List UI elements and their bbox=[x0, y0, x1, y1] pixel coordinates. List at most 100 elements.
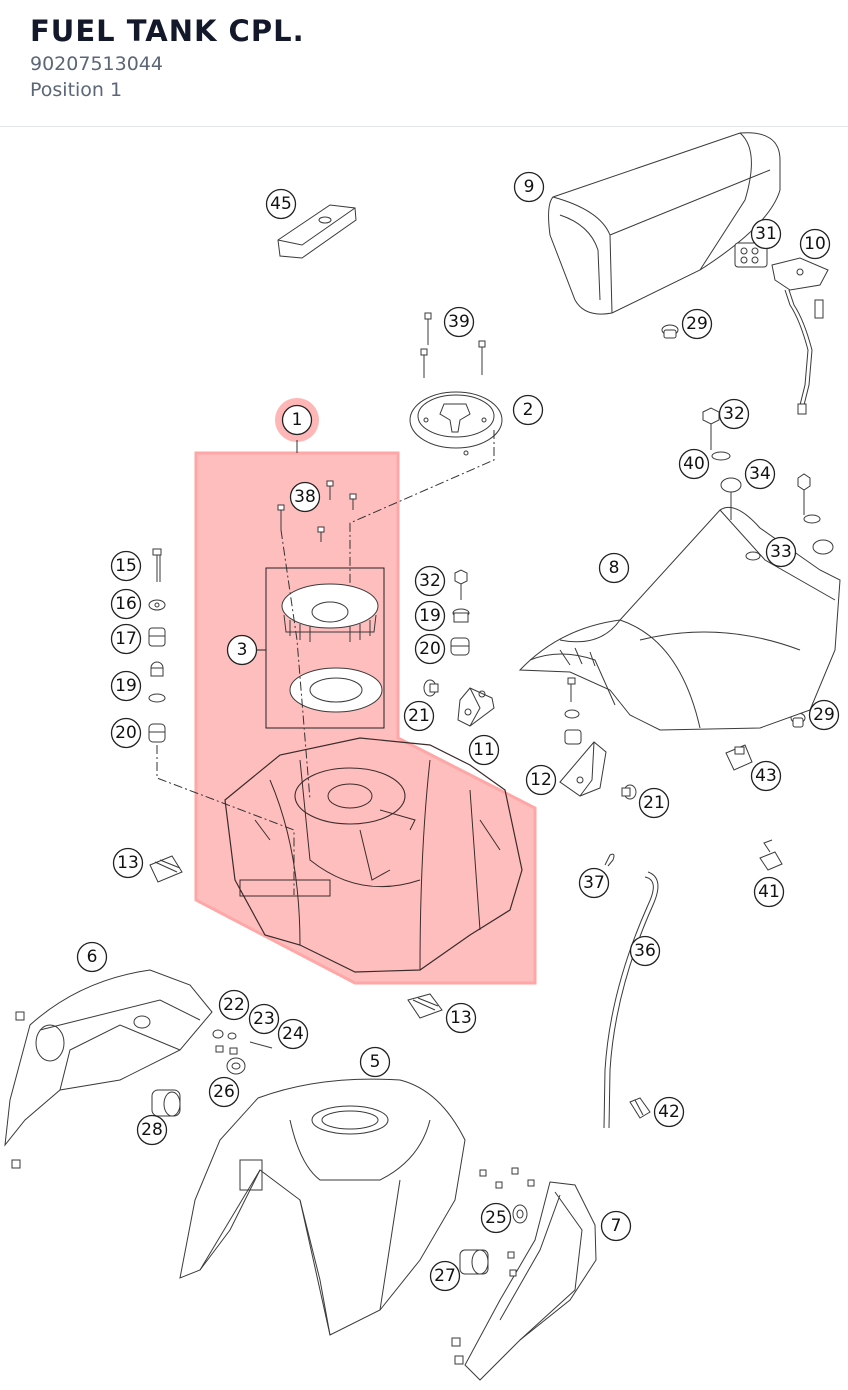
callout-32-a[interactable]: 32 bbox=[718, 398, 750, 430]
svg-text:13: 13 bbox=[450, 1008, 472, 1028]
svg-text:37: 37 bbox=[583, 873, 605, 893]
callout-3[interactable]: 3 bbox=[226, 634, 258, 666]
part-38-screws bbox=[277, 480, 357, 542]
part-13-clip bbox=[149, 855, 443, 1019]
callout-40[interactable]: 40 bbox=[678, 448, 710, 480]
callout-15[interactable]: 15 bbox=[110, 550, 142, 582]
svg-text:5: 5 bbox=[370, 1052, 381, 1072]
callout-36[interactable]: 36 bbox=[629, 935, 661, 967]
svg-text:21: 21 bbox=[408, 706, 430, 726]
svg-text:41: 41 bbox=[758, 882, 780, 902]
part-2-filler-cap bbox=[409, 391, 503, 456]
callout-19-b[interactable]: 19 bbox=[414, 600, 446, 632]
callout-16[interactable]: 16 bbox=[110, 588, 142, 620]
callout-22[interactable]: 22 bbox=[218, 989, 250, 1021]
part-39-screws bbox=[420, 312, 486, 378]
callout-26[interactable]: 26 bbox=[208, 1076, 240, 1108]
svg-text:23: 23 bbox=[253, 1009, 275, 1029]
callout-24[interactable]: 24 bbox=[277, 1018, 309, 1050]
svg-text:31: 31 bbox=[755, 224, 777, 244]
callout-41[interactable]: 41 bbox=[753, 876, 785, 908]
callout-6[interactable]: 6 bbox=[76, 941, 108, 973]
callout-42[interactable]: 42 bbox=[653, 1096, 685, 1128]
part-26-bushing bbox=[226, 1057, 246, 1075]
part-29-rubber-buffer bbox=[661, 324, 806, 728]
callout-27[interactable]: 27 bbox=[429, 1260, 461, 1292]
svg-text:38: 38 bbox=[294, 487, 316, 507]
part-8-rider-seat bbox=[518, 506, 841, 731]
callout-8[interactable]: 8 bbox=[598, 552, 630, 584]
part-41-sensor bbox=[759, 839, 783, 871]
svg-text:26: 26 bbox=[213, 1082, 235, 1102]
svg-text:2: 2 bbox=[523, 400, 534, 420]
callout-21-b[interactable]: 21 bbox=[638, 787, 670, 819]
svg-text:39: 39 bbox=[448, 312, 470, 332]
part-12-bracket bbox=[559, 677, 607, 797]
part-21-grommet bbox=[423, 679, 637, 800]
callout-2[interactable]: 2 bbox=[512, 394, 544, 426]
svg-text:33: 33 bbox=[770, 542, 792, 562]
part-11-bracket bbox=[457, 687, 495, 727]
callout-28[interactable]: 28 bbox=[136, 1114, 168, 1146]
svg-text:16: 16 bbox=[115, 594, 137, 614]
callout-17[interactable]: 17 bbox=[110, 623, 142, 655]
callout-9[interactable]: 9 bbox=[513, 171, 545, 203]
svg-text:25: 25 bbox=[485, 1208, 507, 1228]
svg-text:6: 6 bbox=[87, 947, 98, 967]
callout-45[interactable]: 45 bbox=[265, 188, 297, 220]
part-3-fuel-pump-assembly bbox=[256, 567, 385, 729]
svg-text:22: 22 bbox=[223, 995, 245, 1015]
svg-text:19: 19 bbox=[115, 676, 137, 696]
callout-34[interactable]: 34 bbox=[744, 458, 776, 490]
part-9-rear-seat bbox=[548, 132, 781, 315]
callout-39[interactable]: 39 bbox=[443, 306, 475, 338]
part-36-hose bbox=[603, 871, 659, 1129]
part-43-relay bbox=[725, 744, 753, 771]
svg-text:43: 43 bbox=[755, 766, 777, 786]
callout-31[interactable]: 31 bbox=[750, 218, 782, 250]
callout-10[interactable]: 10 bbox=[799, 228, 831, 260]
part-42-clamp bbox=[629, 1097, 651, 1119]
callout-13-b[interactable]: 13 bbox=[445, 1002, 477, 1034]
svg-text:1: 1 bbox=[292, 410, 303, 430]
callout-29-b[interactable]: 29 bbox=[808, 699, 840, 731]
callout-23[interactable]: 23 bbox=[248, 1003, 280, 1035]
part-5-tank-cover bbox=[179, 1078, 466, 1336]
svg-text:42: 42 bbox=[658, 1102, 680, 1122]
parts-25-27-bushings bbox=[459, 1167, 535, 1277]
svg-text:24: 24 bbox=[282, 1024, 304, 1044]
page-header: FUEL TANK CPL. 90207513044 Position 1 bbox=[0, 0, 848, 127]
callout-5[interactable]: 5 bbox=[359, 1046, 391, 1078]
callout-20-b[interactable]: 20 bbox=[414, 633, 446, 665]
callout-1[interactable]: 1 bbox=[281, 404, 313, 436]
callout-37[interactable]: 37 bbox=[578, 867, 610, 899]
svg-text:20: 20 bbox=[419, 639, 441, 659]
svg-text:3: 3 bbox=[237, 640, 248, 660]
svg-text:8: 8 bbox=[609, 558, 620, 578]
callout-32-b[interactable]: 32 bbox=[414, 565, 446, 597]
part-1-fuel-tank bbox=[224, 737, 523, 973]
callout-19-a[interactable]: 19 bbox=[110, 670, 142, 702]
svg-text:12: 12 bbox=[530, 770, 552, 790]
svg-text:15: 15 bbox=[115, 556, 137, 576]
callout-43[interactable]: 43 bbox=[750, 760, 782, 792]
callout-25[interactable]: 25 bbox=[480, 1202, 512, 1234]
callout-33[interactable]: 33 bbox=[765, 536, 797, 568]
callout-12[interactable]: 12 bbox=[525, 764, 557, 796]
part-number: 90207513044 bbox=[30, 53, 163, 75]
part-45-key-fob bbox=[277, 204, 357, 259]
parts-22-23-24-fasteners bbox=[212, 1029, 273, 1055]
svg-text:28: 28 bbox=[141, 1120, 163, 1140]
callout-38[interactable]: 38 bbox=[289, 481, 321, 513]
svg-text:45: 45 bbox=[270, 194, 292, 214]
svg-text:34: 34 bbox=[749, 464, 771, 484]
callout-21-a[interactable]: 21 bbox=[403, 700, 435, 732]
callout-29-a[interactable]: 29 bbox=[681, 308, 713, 340]
callout-20-a[interactable]: 20 bbox=[110, 717, 142, 749]
svg-text:27: 27 bbox=[434, 1266, 456, 1286]
callout-11[interactable]: 11 bbox=[468, 734, 500, 766]
svg-text:13: 13 bbox=[117, 853, 139, 873]
svg-text:29: 29 bbox=[686, 314, 708, 334]
callout-7[interactable]: 7 bbox=[600, 1210, 632, 1242]
callout-13-a[interactable]: 13 bbox=[112, 847, 144, 879]
